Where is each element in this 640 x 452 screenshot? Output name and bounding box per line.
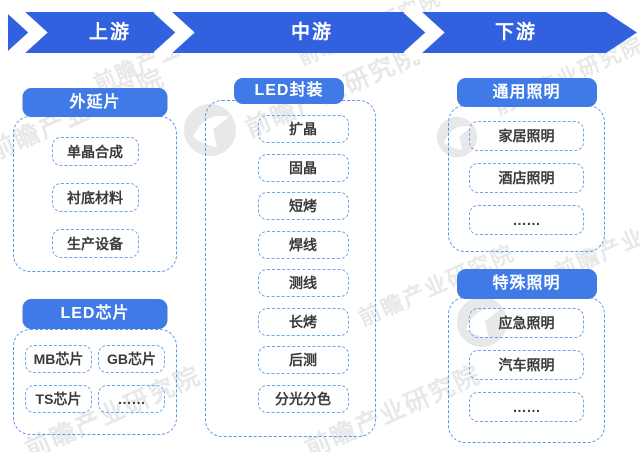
group-header-general-lighting: 通用照明 — [456, 78, 597, 107]
item-single-crystal-synthesis: 单晶合成 — [51, 137, 139, 166]
item-die-bond: 固晶 — [257, 153, 349, 182]
group-led-chip: LED芯片 MB芯片 GB芯片 TS芯片 …… — [13, 299, 177, 435]
item-gb-chip: GB芯片 — [98, 345, 165, 373]
group-items: 单晶合成 衬底材料 生产设备 — [14, 117, 176, 258]
item-emergency-lighting: 应急照明 — [469, 308, 584, 338]
banner-segment-downstream: 下游 — [494, 22, 537, 43]
chevron-divider-icon — [6, 3, 48, 62]
group-epitaxial-wafer: 外延片 单晶合成 衬底材料 生产设备 — [13, 88, 177, 272]
item-wire-test: 测线 — [257, 269, 349, 297]
group-header-led-packaging: LED封装 — [234, 78, 344, 104]
item-die-expand: 扩晶 — [257, 115, 349, 143]
group-items: 扩晶 固晶 短烤 焊线 测线 长烤 后测 分光分色 — [231, 101, 375, 413]
group-header-epitaxial-wafer: 外延片 — [22, 88, 168, 117]
group-header-special-lighting: 特殊照明 — [456, 269, 597, 299]
group-general-lighting: 通用照明 家居照明 酒店照明 …… — [448, 78, 605, 252]
item-long-bake: 长烤 — [257, 307, 349, 336]
banner-segment-upstream: 上游 — [88, 22, 131, 43]
item-wire-bond: 焊线 — [257, 230, 349, 259]
item-home-lighting: 家居照明 — [469, 121, 584, 151]
chevron-divider-icon — [153, 3, 195, 62]
group-items: MB芯片 GB芯片 TS芯片 …… — [14, 330, 176, 413]
item-ellipsis: …… — [98, 385, 165, 413]
item-production-equipment: 生产设备 — [51, 229, 139, 258]
banner-segment-midstream: 中游 — [290, 22, 333, 43]
item-automotive-lighting: 汽车照明 — [469, 350, 584, 380]
chevron-divider-icon — [403, 3, 445, 62]
group-led-packaging: LED封装 扩晶 固晶 短烤 焊线 测线 长烤 后测 分光分色 — [205, 78, 376, 437]
item-light-color-sorting: 分光分色 — [257, 384, 349, 413]
item-post-test: 后测 — [257, 346, 349, 374]
item-ellipsis: …… — [469, 205, 584, 235]
chain-stage-banner — [6, 3, 637, 62]
item-short-bake: 短烤 — [257, 192, 349, 220]
group-header-led-chip: LED芯片 — [22, 299, 168, 329]
item-ellipsis: …… — [469, 392, 584, 422]
item-substrate-materials: 衬底材料 — [51, 183, 139, 212]
item-ts-chip: TS芯片 — [25, 385, 92, 413]
item-mb-chip: MB芯片 — [25, 345, 92, 373]
group-special-lighting: 特殊照明 应急照明 汽车照明 …… — [448, 269, 605, 443]
group-items: 家居照明 酒店照明 …… — [449, 106, 604, 235]
item-hotel-lighting: 酒店照明 — [469, 163, 584, 193]
group-items: 应急照明 汽车照明 …… — [449, 298, 604, 422]
